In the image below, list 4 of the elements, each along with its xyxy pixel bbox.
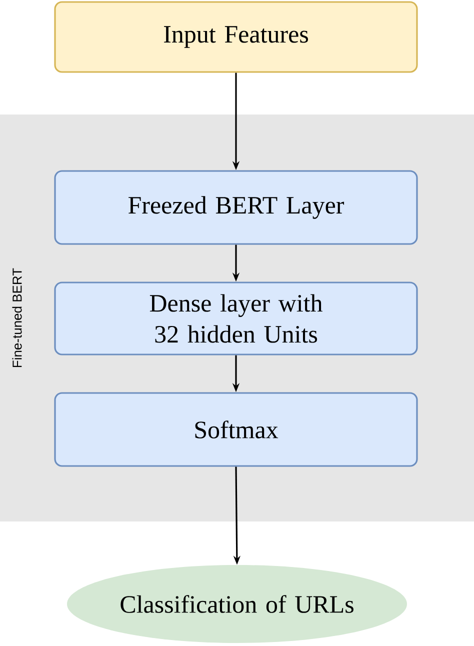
input-box: Input Features — [54, 1, 418, 73]
layer-box: Dense layer with 32 hidden Units — [54, 282, 418, 356]
layer-box: Softmax — [54, 392, 418, 467]
layer-box: Freezed BERT Layer — [54, 170, 418, 245]
